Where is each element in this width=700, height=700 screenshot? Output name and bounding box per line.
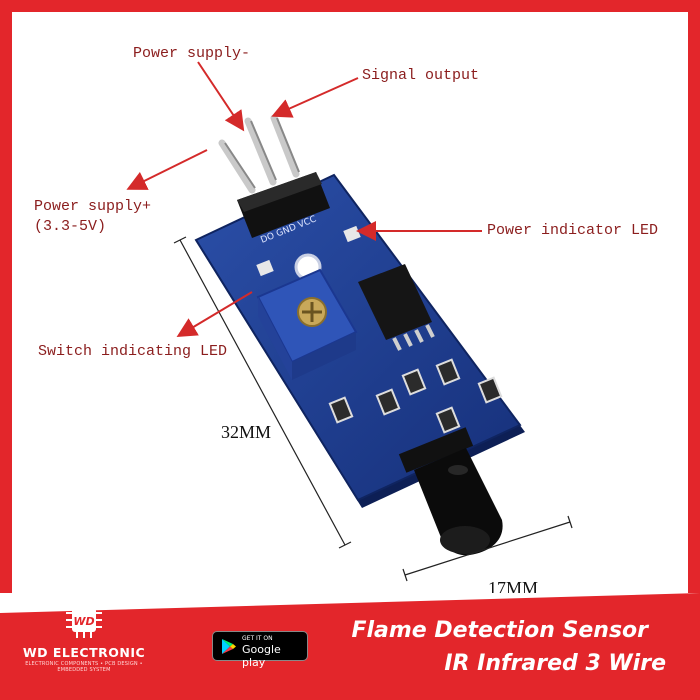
label-power-voltage: (3.3-5V)	[34, 218, 107, 235]
switch-led	[256, 259, 274, 277]
annotation-arrows	[126, 61, 482, 338]
badge-get-it-on: GET IT ON	[242, 635, 273, 642]
label-switch-indicating-led: Switch indicating LED	[38, 343, 228, 360]
ic-chip	[358, 264, 432, 340]
sensor-module-illustration: DO GND VCC	[126, 61, 573, 582]
dimension-length: 32MM	[221, 422, 272, 442]
label-power-supply-minus: Power supply-	[133, 45, 251, 62]
ir-flame-sensor	[398, 427, 503, 556]
product-title-line1: Flame Detection Sensor	[351, 618, 648, 643]
badge-google-play: Google play	[242, 643, 281, 669]
header-pins	[218, 114, 300, 194]
chip-logo-icon: WD	[66, 602, 102, 638]
google-play-icon	[222, 639, 236, 654]
footer-banner	[0, 593, 700, 700]
product-title-line2: IR Infrared 3 Wire	[444, 651, 666, 676]
label-signal-output: Signal output	[362, 67, 480, 84]
ic-pins	[392, 324, 435, 351]
smd-components	[328, 358, 503, 434]
brand-name: WD ELECTRONIC	[22, 645, 146, 660]
label-power-indicator-led: Power indicator LED	[487, 222, 659, 239]
svg-text:WD: WD	[73, 615, 94, 628]
brand-block: WD WD ELECTRONIC ELECTRONIC COMPONENTS •…	[14, 600, 154, 690]
dimension-lines	[173, 236, 573, 582]
brand-tagline: ELECTRONIC COMPONENTS • PCB DESIGN • EMB…	[25, 661, 143, 673]
google-play-badge[interactable]: GET IT ON Google play	[212, 631, 308, 669]
label-power-supply-plus: Power supply+	[34, 198, 152, 215]
